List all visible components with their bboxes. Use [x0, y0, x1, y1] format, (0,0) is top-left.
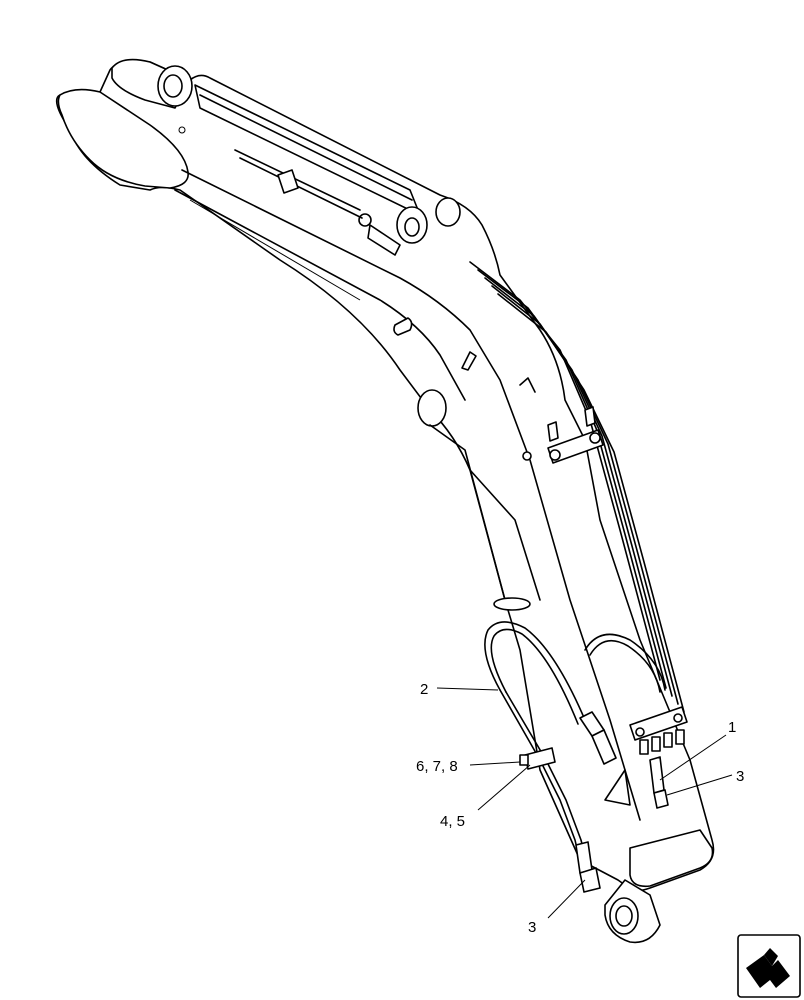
page-navigation-arrow-icon[interactable]: [737, 934, 801, 998]
callout-label-3-lower: 3: [528, 919, 536, 936]
boom-pipes: [469, 261, 688, 809]
callout-6-7-8: 6, 7, 8: [416, 758, 521, 775]
boom-cylinder: [157, 65, 461, 256]
hose-assembly: [484, 597, 666, 893]
callout-label-6-7-8: 6, 7, 8: [416, 758, 458, 775]
callout-2: 2: [420, 681, 499, 698]
callout-label-3-upper: 3: [736, 768, 744, 785]
callout-label-1: 1: [728, 719, 736, 736]
callout-3-lower: 3: [528, 879, 586, 936]
callout-4-5: 4, 5: [440, 764, 531, 830]
callout-3-upper: 3: [666, 768, 744, 796]
callout-label-4-5: 4, 5: [440, 813, 465, 830]
callout-1: 1: [659, 719, 736, 781]
lower-pivot: [604, 829, 714, 944]
callout-label-2: 2: [420, 681, 428, 698]
upper-tubes: [234, 149, 363, 219]
